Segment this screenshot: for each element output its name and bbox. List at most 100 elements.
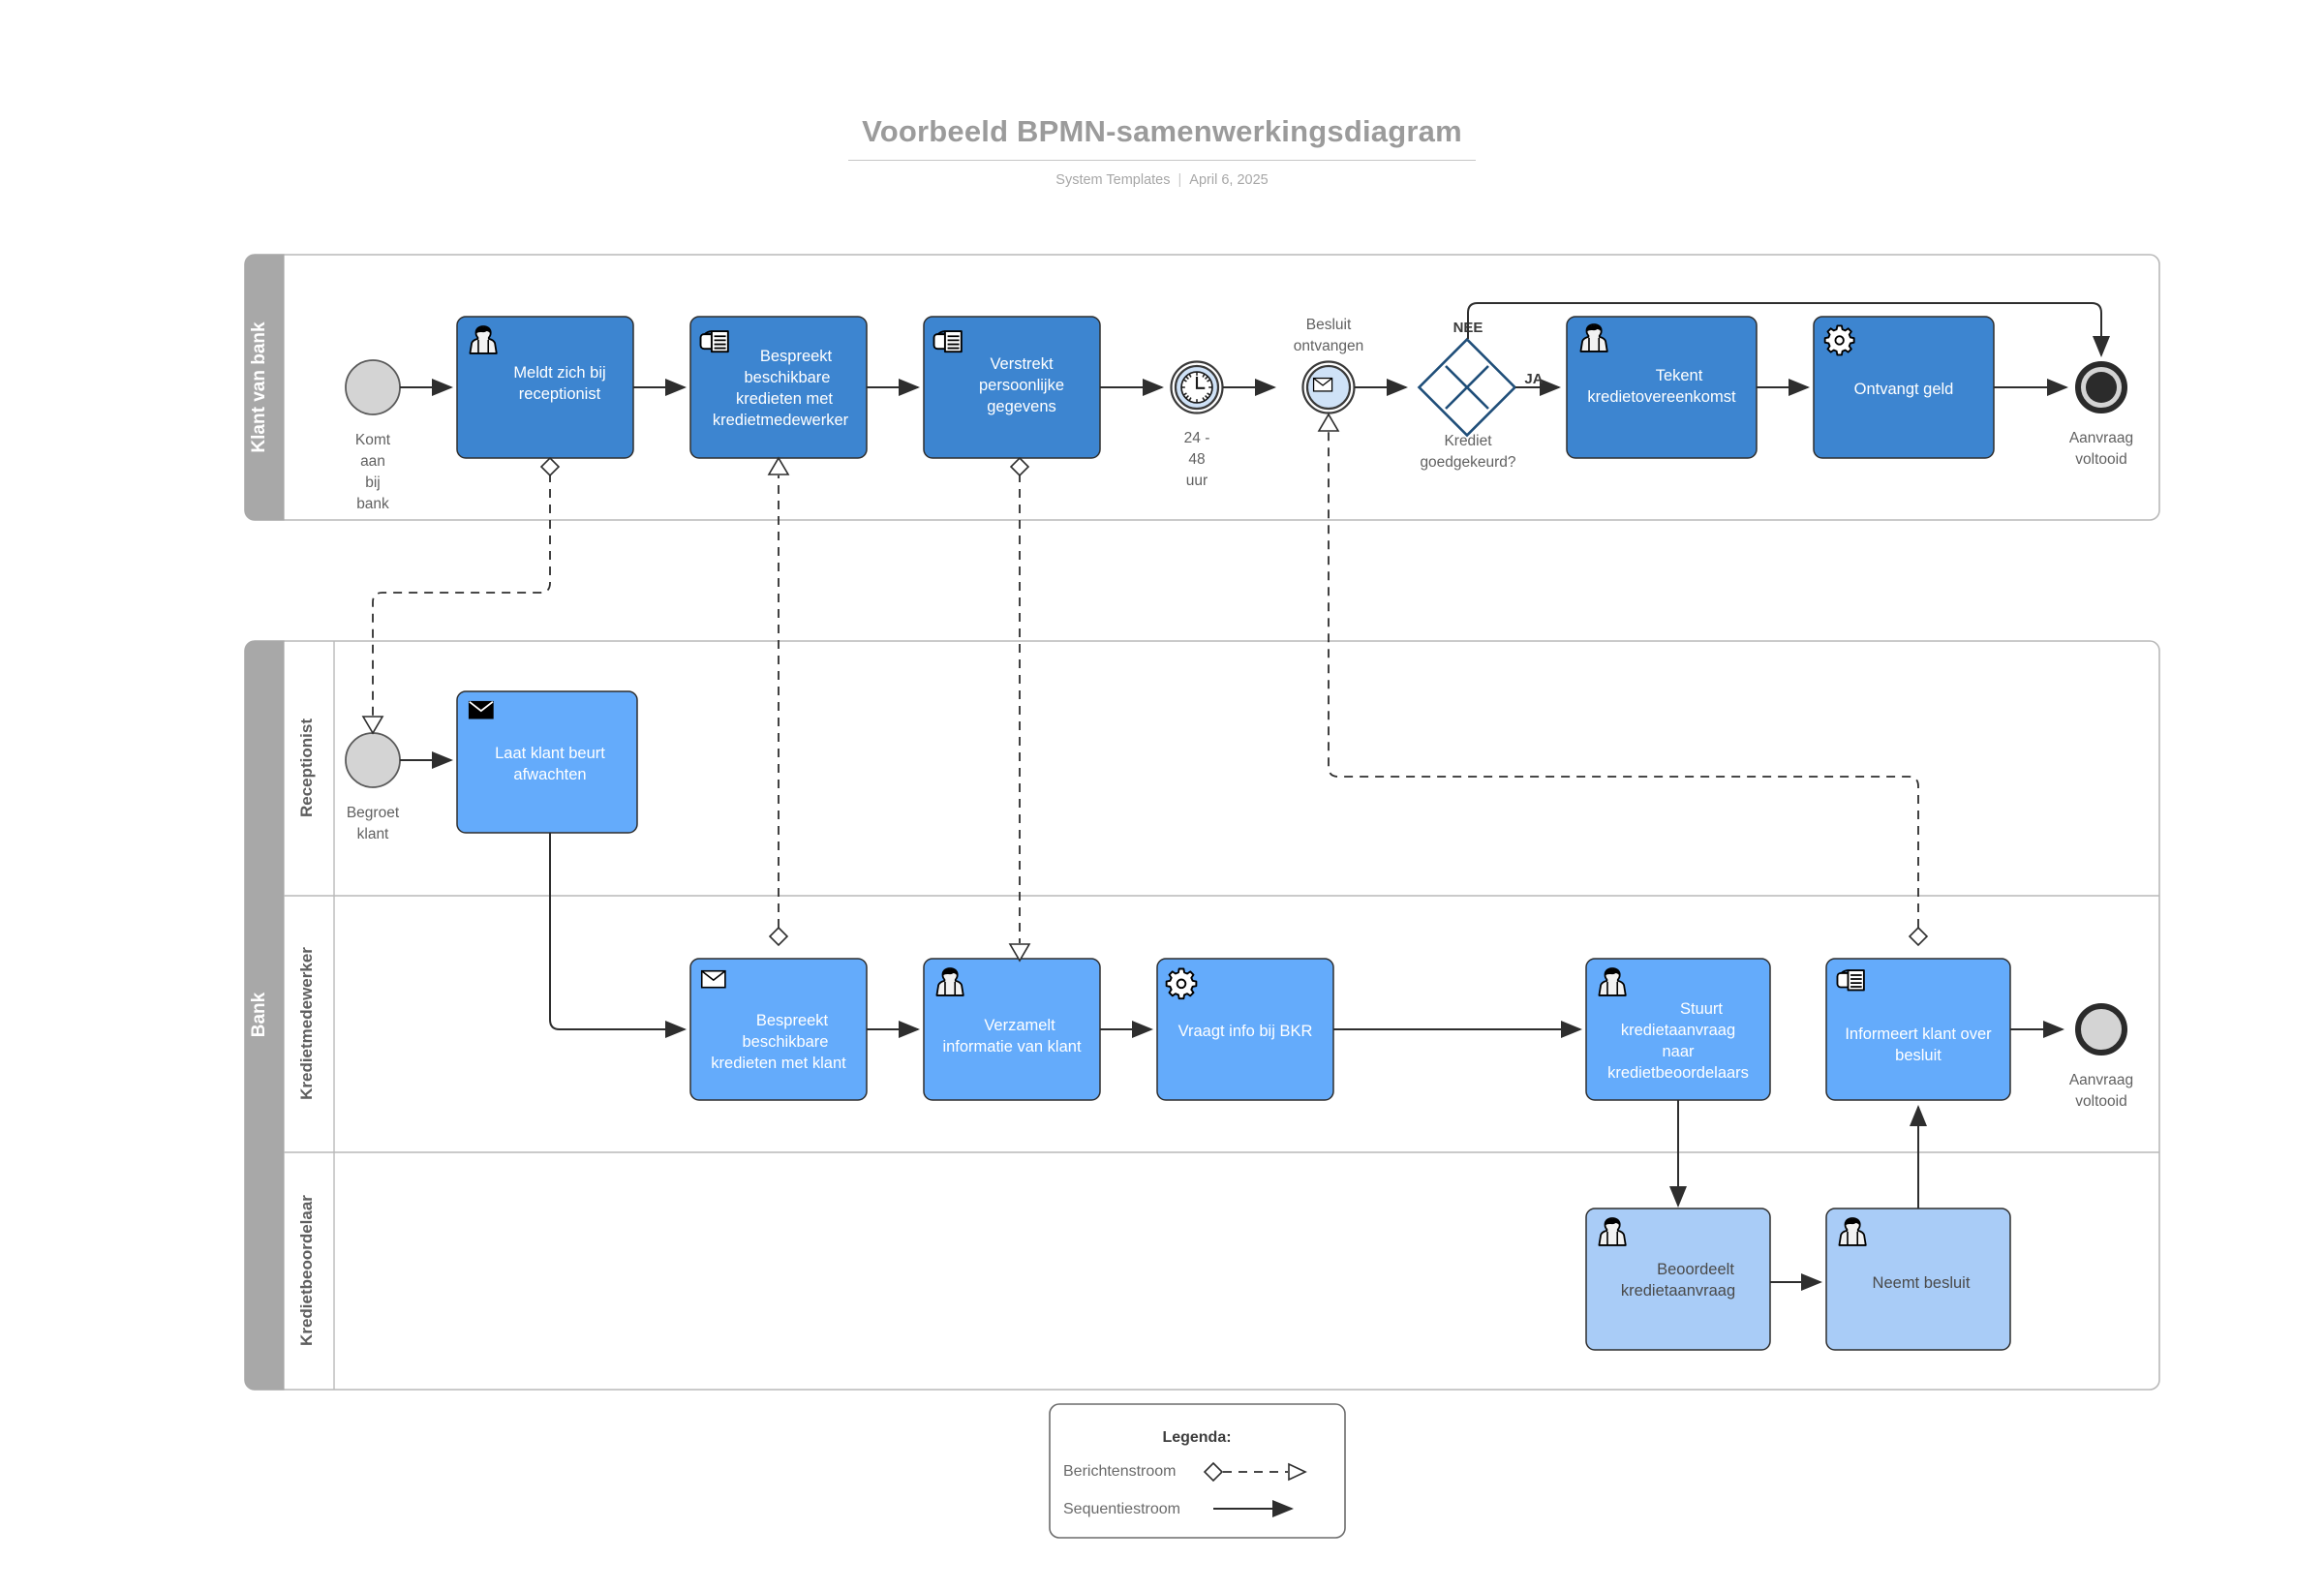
event-label-line2: aan <box>360 453 385 470</box>
message-flow-meldt-to-begroet <box>361 456 561 735</box>
lane-label-kredietmedewerker: Kredietmedewerker <box>297 947 316 1100</box>
pool-bank-label: Bank <box>249 992 269 1037</box>
timer-outer-ring <box>1170 360 1224 414</box>
event-timer-24-48-uur[interactable]: 24 - 48 uur <box>1170 360 1224 490</box>
legend-box <box>1049 1403 1346 1539</box>
task-ontvangt-geld[interactable]: Ontvangt geld <box>1813 316 1995 459</box>
task-label-line2: persoonlijke <box>979 377 1064 394</box>
task-label-line2: informatie van klant <box>942 1038 1081 1056</box>
task-neemt-besluit[interactable]: Neemt besluit <box>1825 1208 2011 1351</box>
task-label-line1: Tekent <box>1656 367 1703 384</box>
task-label-line1: Stuurt <box>1680 1000 1723 1018</box>
message-flow-diamond <box>1908 926 1929 947</box>
event-label-line2: voltooid <box>2075 1093 2126 1110</box>
task-label-line4: kredietbeoordelaars <box>1607 1064 1749 1082</box>
task-label-line2: afwachten <box>513 766 586 783</box>
message-flow-verstrekt-to-verzamelt <box>1008 456 1031 963</box>
message-flow-bespreekt-klant-to-bespreekt-medewerker <box>767 456 790 947</box>
task-verzamelt-informatie-van-klant[interactable]: Verzamelt informatie van klant <box>923 958 1101 1101</box>
event-label-line2: voltooid <box>2075 451 2126 468</box>
message-flow-diamond <box>768 926 789 947</box>
document-author: System Templates <box>1055 172 1171 188</box>
event-besluit-ontvangen[interactable]: Besluit ontvangen <box>1294 317 1363 414</box>
task-verstrekt-persoonlijke-gegevens[interactable]: Verstrekt persoonlijke gegevens <box>923 316 1101 459</box>
task-rect <box>689 958 868 1101</box>
pool-bank-header <box>244 640 285 1391</box>
event-label-line3: bij <box>365 474 381 491</box>
event-label-line1: Aanvraag <box>2069 430 2133 446</box>
document-date: April 6, 2025 <box>1189 172 1269 188</box>
task-bespreekt-kredieten-met-klant[interactable]: Bespreekt beschikbare kredieten met klan… <box>689 958 868 1101</box>
task-label: Vraagt info bij BKR <box>1178 1023 1313 1040</box>
event-begroet-klant[interactable]: Begroet klant <box>345 732 401 842</box>
task-meldt-zich-bij-receptionist[interactable]: Meldt zich bij receptionist <box>456 316 634 459</box>
task-beoordeelt-kredietaanvraag[interactable]: Beoordeelt kredietaanvraag <box>1585 1208 1771 1351</box>
task-rect <box>1566 316 1758 459</box>
event-label-line1: Komt <box>355 432 391 448</box>
event-label-line1: Begroet <box>347 805 400 821</box>
event-aanvraag-voltooid-klant[interactable]: Aanvraag voltooid <box>2069 361 2133 468</box>
end-event-core <box>2086 372 2117 403</box>
task-label: Ontvangt geld <box>1854 381 1954 398</box>
task-label-line1: Bespreekt <box>756 1012 829 1029</box>
legend: Legenda: Berichtenstroom Sequentiestroom <box>1049 1403 1346 1539</box>
document-header: Voorbeeld BPMN-samenwerkingsdiagram Syst… <box>0 114 2324 188</box>
gateway-complex-marker <box>1445 365 1489 410</box>
task-label-line1: Laat klant beurt <box>495 745 605 762</box>
pool-klant-header <box>244 254 285 521</box>
event-komt-aan-bij-bank[interactable]: Komt aan bij bank <box>345 359 401 512</box>
event-label-line1: Besluit <box>1306 317 1352 333</box>
task-label-line3: gegevens <box>987 398 1056 415</box>
legend-message-diamond-icon <box>1203 1461 1224 1483</box>
event-label-line3: uur <box>1186 473 1208 489</box>
lane-label-receptionist: Receptionist <box>297 719 316 817</box>
legend-message-arrow-icon <box>1288 1462 1307 1482</box>
task-label-line2: besluit <box>1895 1047 1942 1064</box>
task-label-line2: receptionist <box>519 385 601 403</box>
legend-row2-label: Sequentiestroom <box>1063 1501 1180 1517</box>
task-label-line1: Informeert klant over <box>1845 1025 1992 1043</box>
task-informeert-klant-over-besluit[interactable]: Informeert klant over besluit <box>1825 958 2011 1101</box>
message-inner-ring <box>1305 364 1352 411</box>
page-title: Voorbeeld BPMN-samenwerkingsdiagram <box>848 114 1476 161</box>
task-label-line4: kredietmedewerker <box>713 412 849 429</box>
task-vraagt-info-bij-bkr[interactable]: Vraagt info bij BKR <box>1156 958 1334 1101</box>
sequence-flow-laat-to-bespreekt-met-klant <box>549 833 687 1038</box>
event-aanvraag-voltooid-bank[interactable]: Aanvraag voltooid <box>2069 1003 2133 1110</box>
task-tekent-kredietovereenkomst[interactable]: Tekent kredietovereenkomst <box>1566 316 1758 459</box>
event-label-line2: 48 <box>1188 451 1205 468</box>
task-bespreekt-kredieten-met-kredietmedewerker[interactable]: Bespreekt beschikbare kredieten met kred… <box>689 316 868 459</box>
legend-row1-label: Berichtenstroom <box>1063 1463 1177 1480</box>
gateway-label-line2: goedgekeurd? <box>1420 454 1515 471</box>
task-rect <box>456 690 638 834</box>
gateway-krediet-goedgekeurd[interactable]: NEE Krediet goedgekeurd? <box>1417 320 1517 471</box>
start-event-circle <box>345 359 401 415</box>
pool-klant-label: Klant van bank <box>249 321 269 453</box>
task-label-line3: naar <box>1662 1043 1695 1060</box>
task-label-line1: Verzamelt <box>984 1017 1055 1034</box>
event-label-line2: ontvangen <box>1294 338 1363 354</box>
timer-inner-ring <box>1174 364 1220 411</box>
task-label-line1: Bespreekt <box>760 348 833 365</box>
event-label-line2: klant <box>357 826 389 842</box>
gateway-branch-ja-label: JA <box>1524 371 1543 387</box>
task-label: Neemt besluit <box>1873 1274 1971 1292</box>
task-label-line2: kredietaanvraag <box>1621 1282 1735 1300</box>
task-label-line1: Beoordeelt <box>1657 1261 1734 1278</box>
lane-label-kredietbeoordelaar: Kredietbeoordelaar <box>297 1195 316 1346</box>
task-label-line2: kredietovereenkomst <box>1587 388 1736 406</box>
task-label-line1: Verstrekt <box>990 355 1054 373</box>
task-rect <box>1585 1208 1771 1351</box>
task-stuurt-kredietaanvraag-naar-kredietbeoordelaars[interactable]: Stuurt kredietaanvraag naar kredietbeoor… <box>1585 958 1771 1101</box>
task-label-line3: kredieten met <box>736 390 833 408</box>
event-label-line1: Aanvraag <box>2069 1072 2133 1088</box>
message-flow-arrow <box>767 456 790 475</box>
message-flow-path <box>372 474 551 716</box>
legend-title: Legenda: <box>1162 1429 1231 1446</box>
message-flow-arrow <box>361 716 384 735</box>
subtitle-separator: | <box>1177 172 1182 188</box>
task-laat-klant-beurt-afwachten[interactable]: Laat klant beurt afwachten <box>456 690 638 834</box>
task-label-line2: beschikbare <box>745 369 831 386</box>
